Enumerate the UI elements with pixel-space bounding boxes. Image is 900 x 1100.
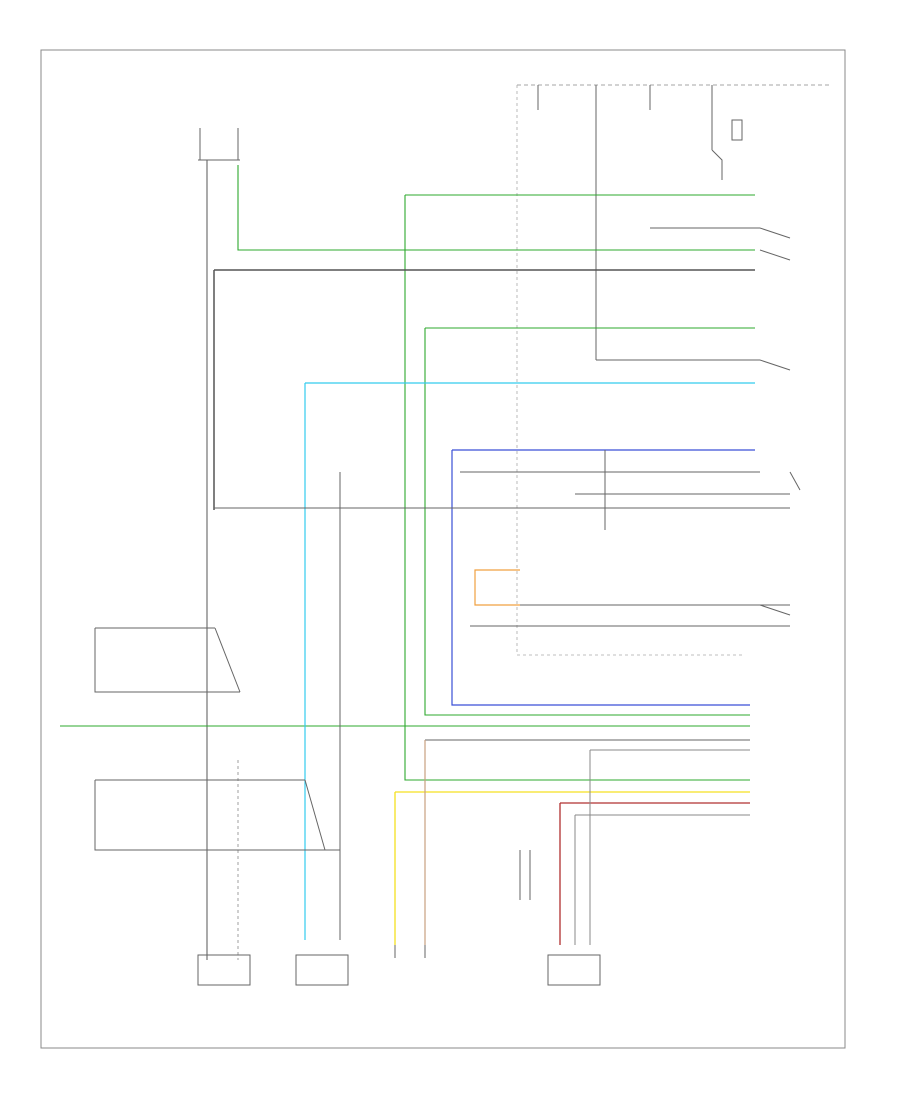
switch-symbol <box>759 604 791 616</box>
orange-wire <box>474 569 520 606</box>
right-block-outline <box>516 85 745 656</box>
grey-wire-down-2 <box>574 814 750 945</box>
left-connector-2 <box>94 779 340 851</box>
switch-symbol <box>759 359 791 371</box>
bottom-component-3 <box>547 954 601 986</box>
left-connector-1 <box>94 627 240 693</box>
left-trunk <box>206 160 239 960</box>
left-connectors <box>94 627 340 851</box>
switch-symbol <box>789 471 801 491</box>
blue-wire <box>451 449 755 706</box>
yellow-wire <box>394 791 750 945</box>
right-switches <box>759 227 801 616</box>
green-wire-5 <box>424 328 750 716</box>
cyan-wire <box>304 382 755 940</box>
grey-wire-down <box>589 749 750 945</box>
bottom-components <box>197 850 601 986</box>
right-grey-wires <box>214 227 790 940</box>
bottom-component-1 <box>197 954 251 986</box>
diagram-frame <box>40 49 846 1049</box>
connector-diagonal <box>304 779 326 851</box>
green-wires <box>60 165 755 781</box>
green-wire-1 <box>237 165 755 251</box>
relay-switch <box>711 149 723 180</box>
switch-symbol <box>759 227 791 239</box>
connector-diagonal <box>214 627 241 693</box>
red-wire <box>559 802 750 945</box>
switch-symbol <box>759 249 791 261</box>
top-left-connector <box>198 128 240 161</box>
bottom-component-2 <box>295 954 349 986</box>
relay-coil <box>731 119 743 141</box>
top-fuses <box>537 85 743 360</box>
green-wire-3 <box>404 195 750 781</box>
